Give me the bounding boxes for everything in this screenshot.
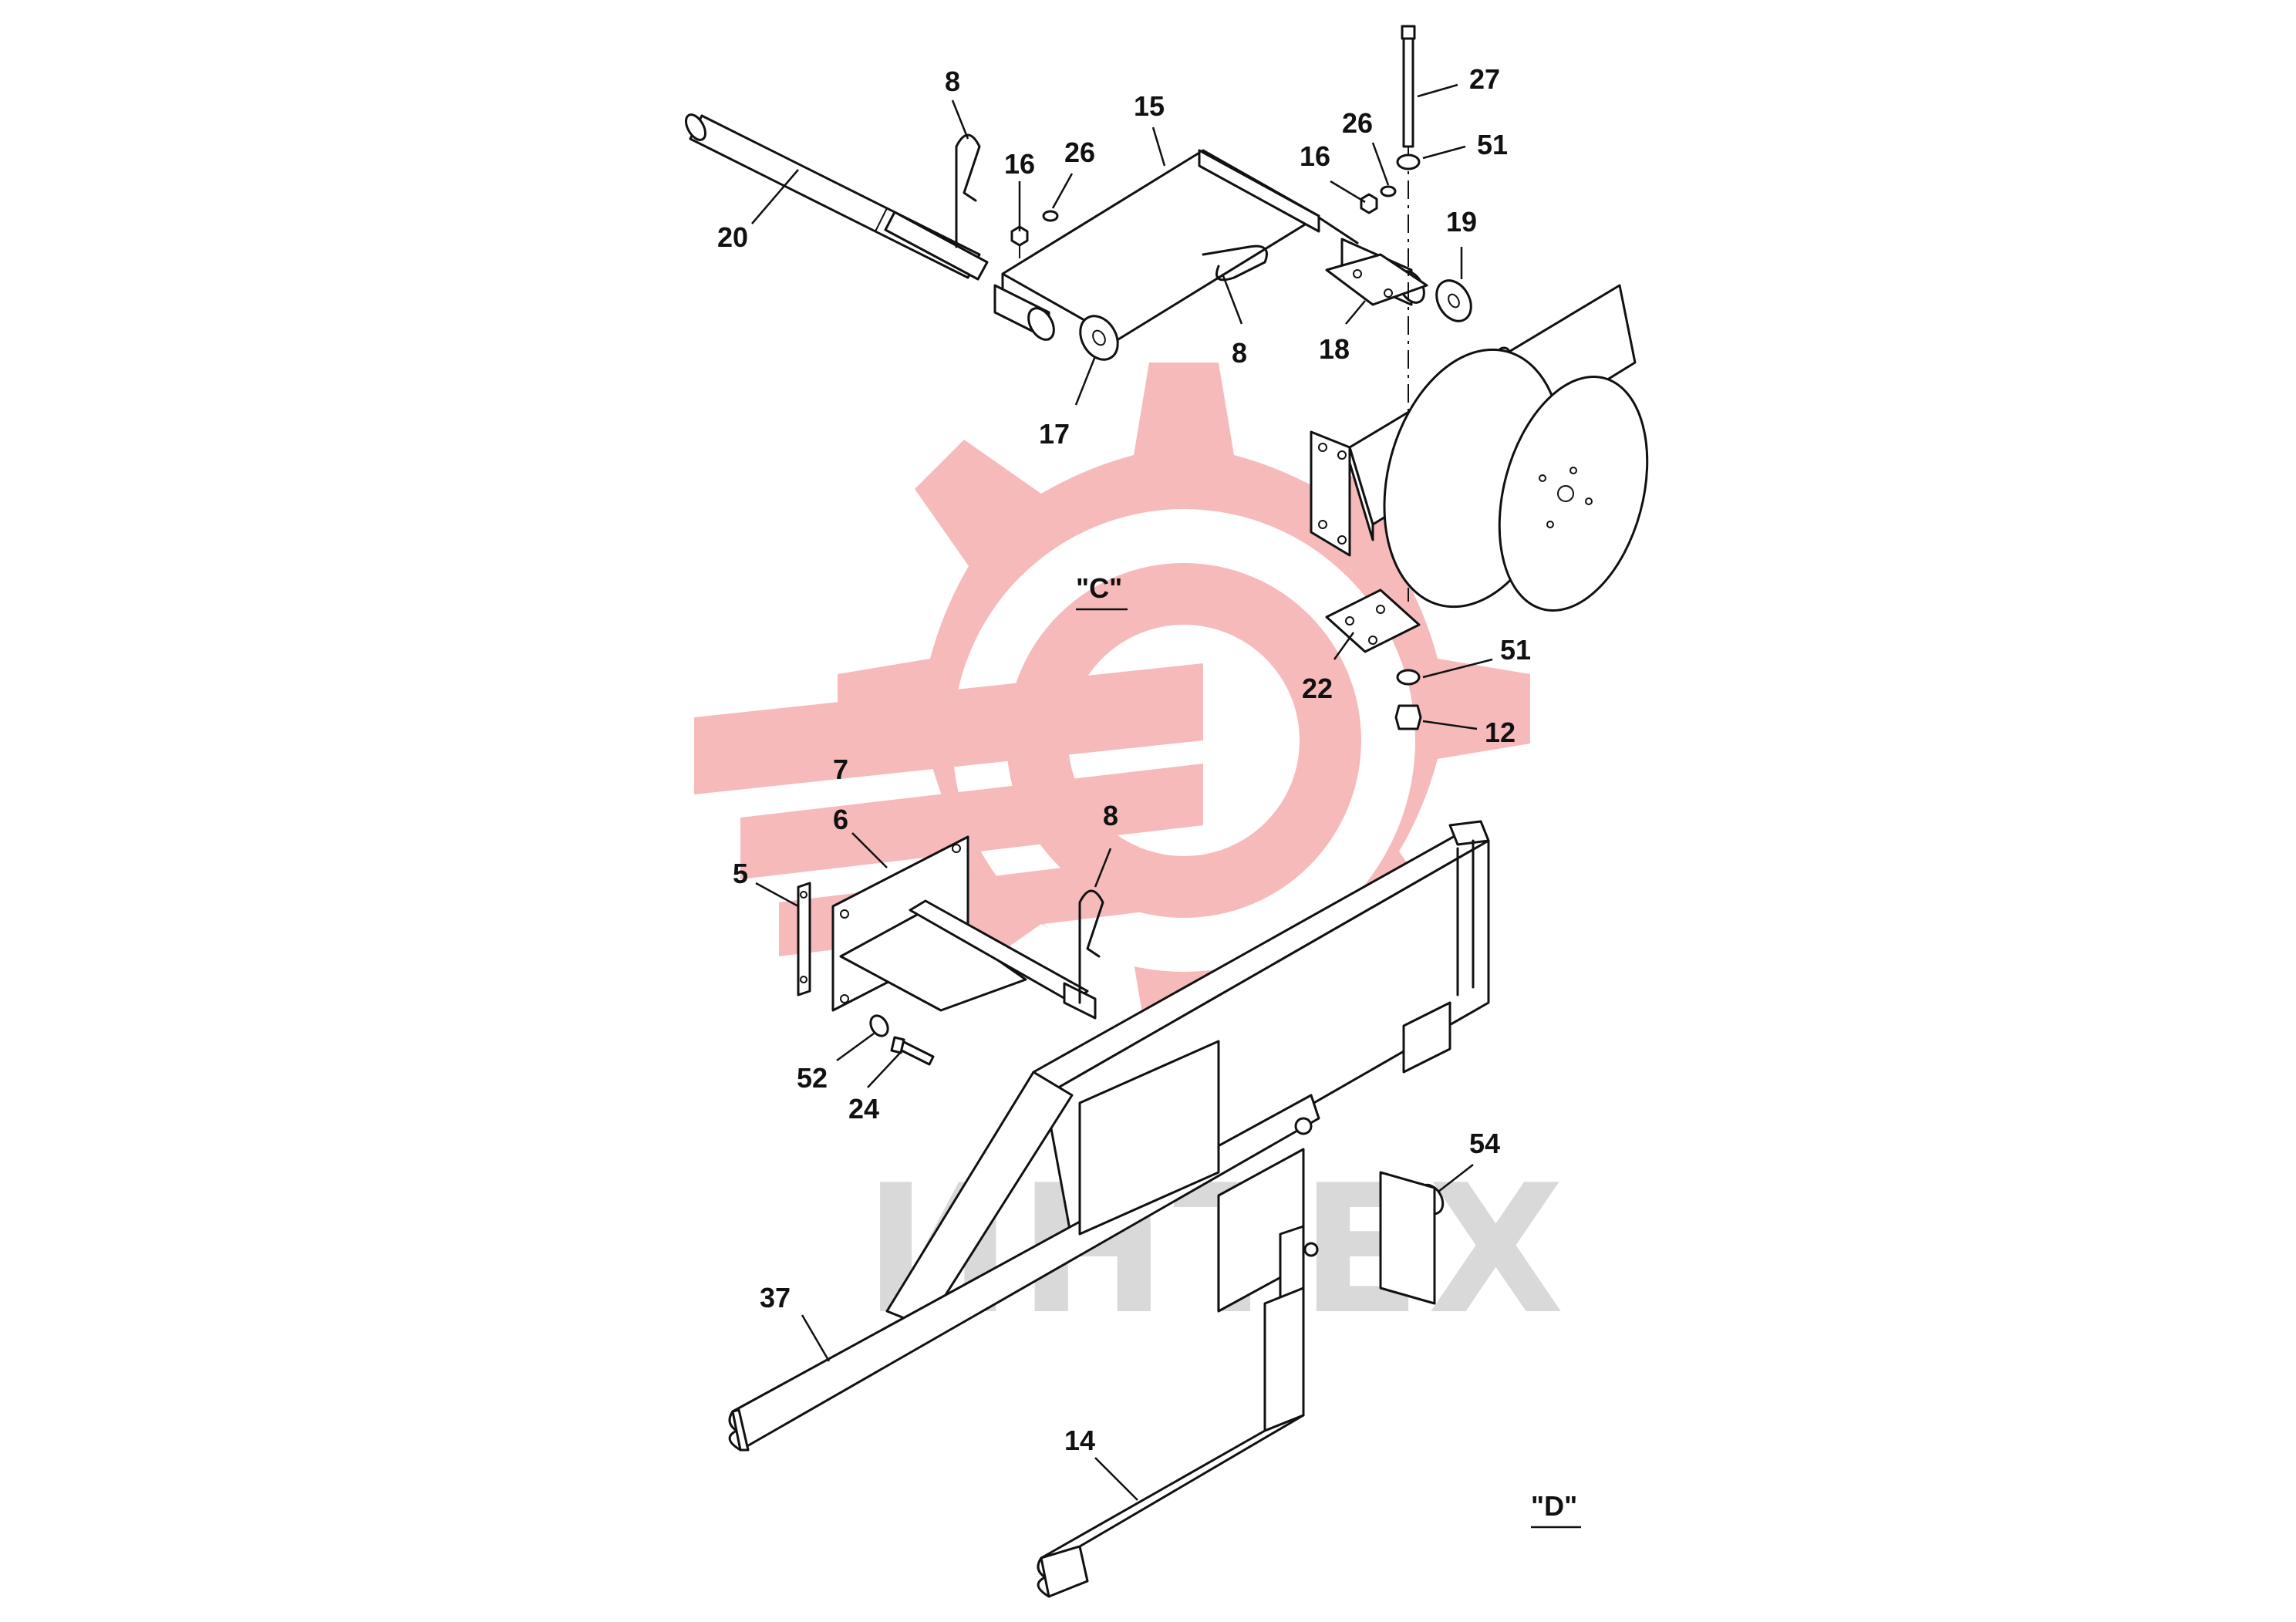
wheel [1383, 348, 1649, 612]
part-8-hairpin-mid [1202, 244, 1268, 282]
view-label-d-text: "D" [1531, 1490, 1577, 1522]
part-17-washer [1079, 315, 1119, 361]
callout-8: 8 [1103, 800, 1118, 831]
callout-54: 54 [1469, 1128, 1500, 1159]
callout-37: 37 [760, 1282, 791, 1313]
part-12-nut [1394, 704, 1422, 730]
part-52-washer [869, 1014, 889, 1037]
part-20-tube [685, 113, 989, 281]
part-16-nut-top-left [1010, 225, 1029, 258]
part-19-washer [1435, 279, 1472, 322]
callout-8: 8 [945, 66, 960, 97]
callout-51: 51 [1477, 129, 1508, 160]
callout-26: 26 [1342, 107, 1373, 139]
part-37-main-frame [728, 820, 1490, 1452]
part-51-washer-top [1396, 153, 1421, 170]
part-6-bracket [831, 835, 1097, 1020]
callout-5: 5 [733, 858, 748, 889]
part-15-pivot-frame [993, 149, 1359, 341]
callout-22: 22 [1302, 673, 1333, 704]
callout-18: 18 [1319, 333, 1350, 365]
callout-15: 15 [1134, 90, 1165, 122]
view-label-d: "D" [1531, 1490, 1581, 1529]
callout-6: 6 [833, 804, 848, 835]
callout-24: 24 [848, 1093, 879, 1125]
part-24-bolt [890, 1036, 935, 1066]
view-label-c-text: "C" [1076, 572, 1122, 604]
callout-7: 7 [833, 754, 848, 785]
callout-14: 14 [1064, 1425, 1095, 1456]
part-18-bracket [1325, 238, 1428, 306]
part-8-hairpin-top [955, 133, 981, 248]
callout-27: 27 [1469, 63, 1500, 95]
callout-8: 8 [1232, 337, 1247, 369]
part-5-plate [797, 882, 811, 996]
part-26-fitting-top-left [1042, 210, 1059, 222]
view-label-c: "C" [1076, 572, 1128, 611]
callout-16: 16 [1300, 140, 1330, 172]
callout-12: 12 [1485, 717, 1515, 748]
callout-labels: 8 15 16 26 20 8 17 16 26 27 51 19 18 22 … [717, 63, 1531, 1456]
side-plate [1379, 1171, 1436, 1305]
part-16-nut-top-right [1360, 193, 1378, 214]
part-51-washer-bottom [1396, 669, 1421, 686]
callout-26: 26 [1064, 137, 1095, 168]
part-26-fitting-top-right [1380, 185, 1397, 197]
callout-20: 20 [717, 221, 748, 253]
leader-lines [751, 83, 1493, 1501]
part-8-hairpin-lower [1078, 889, 1104, 1004]
watermark-gear-icon [694, 363, 1530, 1055]
callout-17: 17 [1039, 418, 1070, 450]
callout-19: 19 [1446, 206, 1477, 238]
part-14-drawbar [1037, 1286, 1305, 1598]
callout-16: 16 [1004, 148, 1035, 180]
callout-51: 51 [1500, 634, 1531, 666]
callout-52: 52 [797, 1062, 828, 1094]
